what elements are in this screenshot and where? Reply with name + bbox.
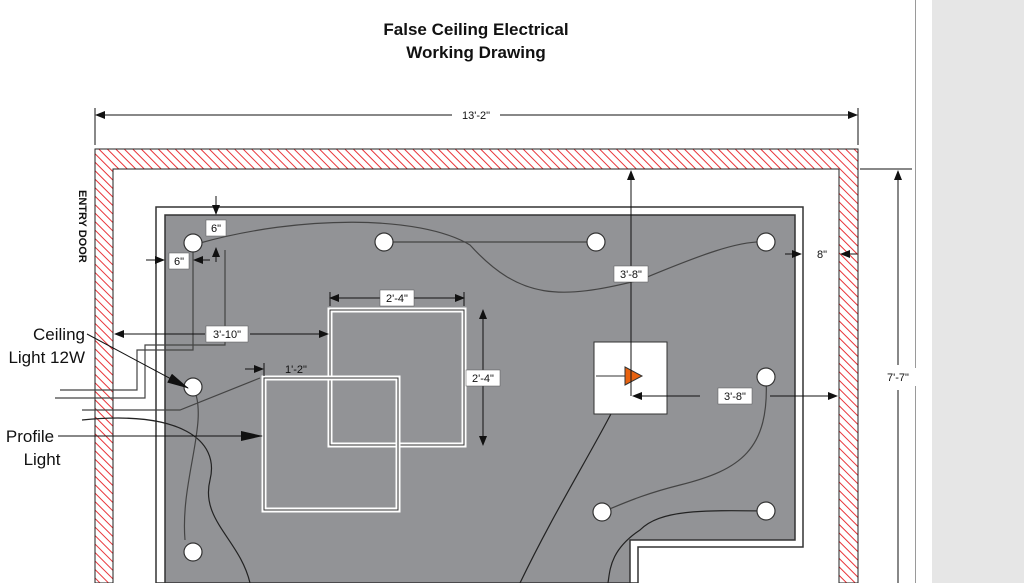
overall-width-dimension: 13'-2": [94, 107, 859, 145]
wiring: [55, 221, 767, 583]
drawing-title-line1: False Ceiling Electrical: [383, 20, 568, 39]
ceiling-light-label-1: Ceiling: [33, 325, 85, 344]
dim-wall-to-square: 3'-10": [213, 329, 241, 341]
profile-light-label-2: Light: [24, 450, 61, 469]
ceiling-light-label-2: Light 12W: [8, 348, 85, 367]
dim-ceiling-gap-right: 8": [817, 249, 827, 261]
walls: [94, 148, 859, 583]
ceiling-lights: [183, 232, 776, 562]
ceiling-light-icon: [586, 232, 606, 252]
ceiling-light-icon: [183, 233, 203, 253]
ceiling-light-icon: [756, 232, 776, 252]
ceiling-light-icon: [756, 501, 776, 521]
drawing-title-line2: Working Drawing: [406, 43, 545, 62]
dim-square-width: 2'-4": [386, 293, 408, 305]
sheet-edge: [915, 0, 916, 583]
dim-square-offset: 1'-2": [285, 364, 307, 376]
ceiling-light-icon: [756, 367, 776, 387]
false-ceiling-area: [164, 214, 796, 583]
fan-marker-icon: [624, 366, 644, 386]
dim-fan-from-right: 3'-8": [724, 391, 746, 403]
profile-light-label-1: Profile: [6, 427, 54, 446]
overall-width-label: 13'-2": [462, 110, 490, 122]
dim-square-height: 2'-4": [472, 373, 494, 385]
entry-door-label: ENTRY DOOR: [76, 190, 88, 263]
dim-overall-height: 7'-7": [887, 372, 909, 384]
ceiling-light-icon: [183, 542, 203, 562]
dim-light-offset-left: 6": [174, 256, 184, 268]
dim-fan-from-top: 3'-8": [620, 269, 642, 281]
dim-light-offset-top: 6": [211, 223, 221, 235]
ceiling-light-icon: [374, 232, 394, 252]
side-panel: [932, 0, 1024, 583]
ceiling-light-icon: [592, 502, 612, 522]
profile-light-square-b: [261, 375, 401, 513]
dimension-labels: 6" 6" 3'-10" 2'-4" 2'-4" 1'-2" 3'-8" 3'-…: [168, 219, 916, 405]
